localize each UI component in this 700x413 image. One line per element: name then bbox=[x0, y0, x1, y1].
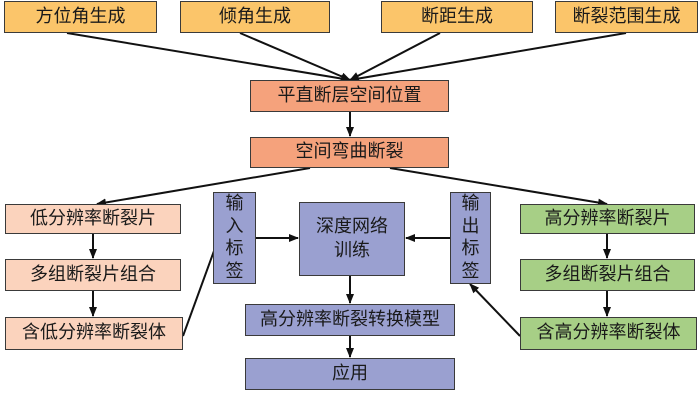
fault-position-box: 平直断层空间位置 bbox=[250, 80, 449, 112]
dip-generation-box: 倾角生成 bbox=[180, 1, 330, 33]
output-label-box: 输出标签 bbox=[450, 192, 491, 284]
arrow-bent-to-high bbox=[389, 167, 608, 207]
deep-network-training-box: 深度网络训练 bbox=[299, 202, 405, 276]
bent-fault-box: 空间弯曲断裂 bbox=[250, 137, 449, 168]
application-box: 应用 bbox=[245, 358, 455, 390]
arrow-range bbox=[349, 32, 627, 83]
fault-range-generation-box: 断裂范围生成 bbox=[555, 1, 698, 33]
arrow-throw bbox=[349, 32, 441, 81]
input-label-box: 输入标签 bbox=[213, 192, 256, 284]
azimuth-generation-box: 方位角生成 bbox=[4, 1, 157, 33]
low-res-piece-box: 低分辨率断裂片 bbox=[5, 204, 181, 234]
high-res-piece-box: 高分辨率断裂片 bbox=[520, 204, 695, 234]
arrow-high-body-to-output bbox=[469, 283, 521, 337]
low-res-combo-box: 多组断裂片组合 bbox=[5, 259, 181, 291]
arrow-bent-to-low bbox=[96, 167, 311, 207]
high-res-combo-box: 多组断裂片组合 bbox=[520, 259, 695, 291]
conversion-model-box: 高分辨率断裂转换模型 bbox=[245, 304, 455, 336]
throw-generation-box: 断距生成 bbox=[381, 1, 533, 33]
low-res-body-box: 含低分辨率断裂体 bbox=[5, 317, 183, 350]
high-res-body-box: 含高分辨率断裂体 bbox=[520, 317, 697, 350]
arrow-dip bbox=[239, 32, 351, 81]
arrow-azimuth bbox=[66, 32, 351, 83]
